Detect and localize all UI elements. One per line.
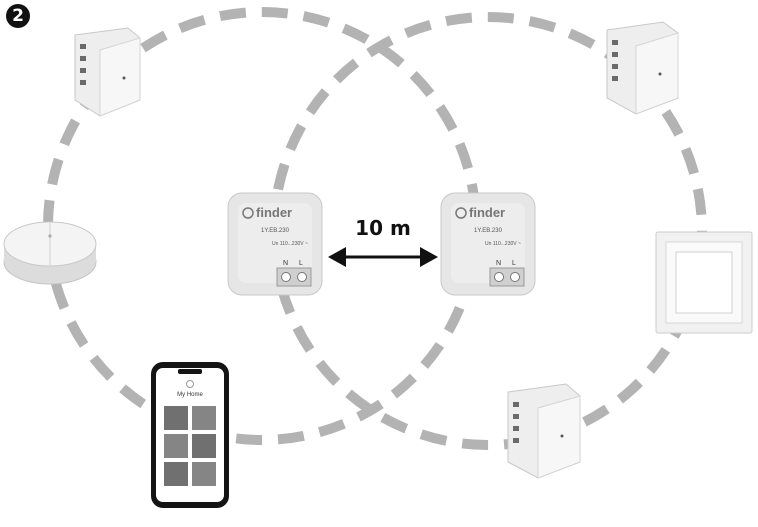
repeater-left — [227, 192, 323, 296]
relay-module-top-right — [606, 21, 679, 115]
repeater-left-model: 1Y.EB.230 — [261, 228, 290, 234]
repeater-right-model: 1Y.EB.230 — [474, 228, 503, 234]
step-badge: 2 — [6, 4, 30, 28]
double-arrow — [328, 247, 438, 267]
repeater-left-brand: finder — [256, 205, 292, 220]
distance-label: 10 m — [355, 216, 411, 240]
repeater-right-brand: finder — [469, 205, 505, 220]
repeater-left-terminal-l: L — [299, 260, 303, 267]
repeater-right-terminal-n: N — [496, 260, 501, 267]
relay-module-top-left — [74, 27, 141, 117]
wall-switch — [655, 231, 753, 334]
repeater-right — [440, 192, 536, 296]
repeater-left-voltage: Un 110...230V ~ — [272, 241, 308, 247]
smartphone: My Home — [151, 362, 229, 508]
repeater-left-terminal-n: N — [283, 260, 288, 267]
relay-module-bottom-right — [507, 383, 581, 479]
repeater-right-voltage: Un 110...230V ~ — [485, 241, 521, 247]
phone-app-title: My Home — [177, 392, 203, 398]
wireless-remote — [3, 221, 97, 285]
repeater-right-terminal-l: L — [512, 260, 516, 267]
